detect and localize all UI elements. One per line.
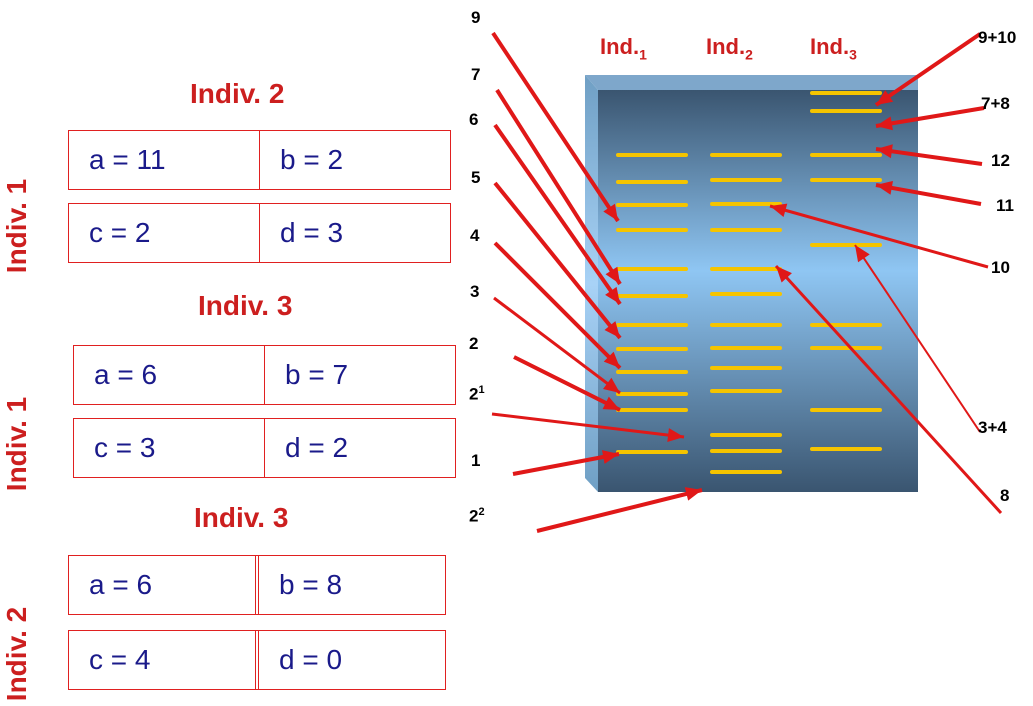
- table1-col-header: Indiv. 2: [190, 78, 285, 109]
- left-label-1: 1: [471, 451, 481, 470]
- right-label-8: 8: [1000, 486, 1010, 505]
- arrow-12: [875, 106, 985, 128]
- arrowhead-6: [603, 377, 620, 393]
- left-label-2-2: 22: [469, 506, 485, 526]
- arrow-9: [512, 452, 620, 476]
- table1-cell-b: b = 2: [259, 131, 450, 189]
- table2-row2: c = 3 d = 2: [73, 418, 456, 478]
- arrowhead-8: [667, 428, 684, 443]
- right-label-9-10: 9+10: [978, 28, 1017, 47]
- table1-row2: c = 2 d = 3: [68, 203, 451, 263]
- arrow-6: [493, 296, 621, 395]
- arrowhead-16: [855, 245, 870, 263]
- arrow-11: [874, 32, 982, 107]
- left-label-4: 4: [470, 226, 480, 245]
- arrowhead-15: [770, 203, 788, 218]
- arrowhead-7: [602, 396, 620, 410]
- arrow-1: [491, 31, 620, 223]
- table1-cell-c: c = 2: [89, 217, 151, 248]
- arrow-2: [495, 88, 622, 286]
- arrowhead-9: [601, 450, 619, 464]
- table3-row2: c = 4 d = 0: [68, 630, 446, 690]
- left-label-9: 9: [471, 8, 481, 27]
- arrow-5: [493, 241, 622, 370]
- arrowhead-17: [776, 266, 792, 283]
- left-label-6: 6: [469, 110, 479, 129]
- table2-cell-a: a = 6: [94, 359, 158, 390]
- arrow-10: [536, 488, 703, 533]
- table3-cell-a: a = 6: [89, 569, 153, 600]
- arrow-3: [493, 123, 622, 306]
- arrowhead-14: [876, 180, 893, 195]
- arrow-13: [875, 147, 983, 166]
- arrowhead-3: [605, 286, 620, 304]
- right-label-10: 10: [991, 258, 1010, 277]
- arrow-15: [769, 204, 989, 269]
- right-label-7-8: 7+8: [981, 94, 1010, 113]
- arrow-14: [875, 183, 982, 206]
- right-label-12: 12: [991, 151, 1010, 170]
- lane-label-1: Ind.1: [600, 34, 647, 63]
- arrow-17: [774, 264, 1003, 515]
- arrow-7: [513, 355, 621, 412]
- arrowhead-13: [876, 144, 893, 159]
- arrow-16: [854, 244, 981, 433]
- table2-cell-c: c = 3: [94, 432, 156, 463]
- lane-label-3: Ind.3: [810, 34, 857, 63]
- table3-row1: a = 6 b = 8: [68, 555, 446, 615]
- table1-row1: a = 11 b = 2: [68, 130, 451, 190]
- table3-cell-c: c = 4: [89, 644, 151, 675]
- arrow-8: [491, 412, 685, 439]
- left-label-3: 3: [470, 282, 480, 301]
- left-label-5: 5: [471, 168, 481, 187]
- left-label-2-1: 21: [469, 384, 485, 404]
- table3-col-header: Indiv. 3: [194, 502, 289, 533]
- table2-row1: a = 6 b = 7: [73, 345, 456, 405]
- lane-label-2: Ind.2: [706, 34, 753, 63]
- arrowhead-1: [603, 203, 618, 221]
- arrowhead-10: [684, 487, 702, 501]
- table1-cell-a: a = 11: [89, 144, 166, 175]
- table2-cell-d: d = 2: [264, 419, 455, 477]
- arrowhead-11: [876, 90, 894, 105]
- arrow-4: [493, 181, 622, 340]
- left-label-7: 7: [471, 65, 481, 84]
- right-label-3-4: 3+4: [978, 418, 1007, 437]
- arrowhead-4: [604, 321, 620, 338]
- arrowhead-2: [605, 266, 620, 284]
- table2-cell-b: b = 7: [264, 346, 455, 404]
- table3-cell-d: d = 0: [255, 631, 445, 689]
- right-label-11: 11: [996, 196, 1014, 215]
- table3-cell-b: b = 8: [255, 556, 445, 614]
- arrowhead-5: [603, 351, 620, 368]
- gel-top-face: [585, 75, 918, 90]
- arrowhead-12: [876, 116, 893, 131]
- table2-col-header: Indiv. 3: [198, 290, 293, 321]
- left-label-2: 2: [469, 334, 479, 353]
- table1-cell-d: d = 3: [259, 204, 450, 262]
- gel-side-face: [585, 75, 598, 492]
